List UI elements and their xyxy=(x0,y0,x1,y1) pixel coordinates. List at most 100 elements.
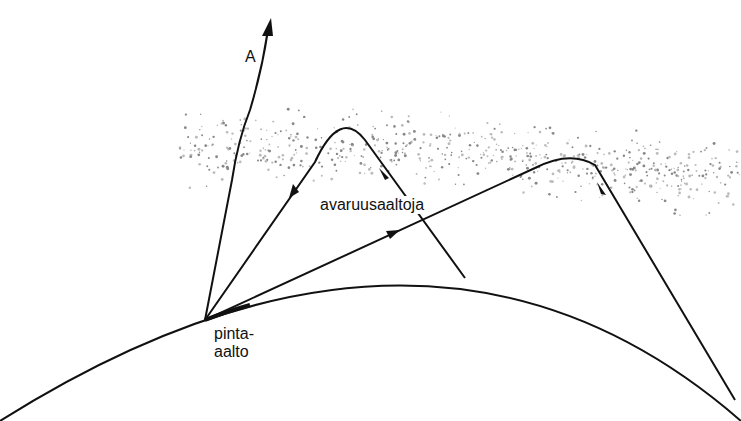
ionosphere-dot xyxy=(247,128,249,130)
ionosphere-dot xyxy=(687,169,689,171)
ionosphere-dot xyxy=(484,138,485,139)
ionosphere-dot xyxy=(701,183,702,184)
ionosphere-dot xyxy=(293,154,295,156)
ionosphere-dot xyxy=(522,161,523,162)
ionosphere-dot xyxy=(595,131,596,132)
ionosphere-dot xyxy=(386,124,388,126)
ionosphere-dot xyxy=(288,137,290,139)
ionosphere-dot xyxy=(348,116,350,118)
ionosphere-dot xyxy=(635,169,637,171)
ionosphere-dot xyxy=(491,159,493,161)
ionosphere-dot xyxy=(229,147,232,150)
ionosphere-dot xyxy=(727,195,729,197)
ionosphere-dot xyxy=(493,155,494,156)
ionosphere-dot xyxy=(677,175,679,177)
ionosphere-dot xyxy=(204,144,207,147)
ionosphere-dot xyxy=(715,157,717,159)
ionosphere-dot xyxy=(194,145,197,148)
ionosphere-dot xyxy=(716,176,719,179)
ionosphere-dot xyxy=(393,125,396,128)
ionosphere-dot xyxy=(476,172,479,175)
arrowhead xyxy=(289,184,299,198)
ionosphere-dot xyxy=(522,159,524,161)
ionosphere-dot xyxy=(586,154,587,155)
ionosphere-dot xyxy=(273,121,275,123)
ionosphere-dot xyxy=(268,143,270,145)
ionosphere-dot xyxy=(342,141,345,144)
ionosphere-dot xyxy=(605,166,607,168)
ionosphere-dot xyxy=(485,168,487,170)
ionosphere-dot xyxy=(402,142,404,144)
ionosphere-dot xyxy=(557,169,560,172)
ionosphere-dot xyxy=(601,183,603,185)
ionosphere-dot xyxy=(539,131,542,134)
ionosphere-dot xyxy=(371,136,374,139)
ionosphere-dot xyxy=(222,165,225,168)
ionosphere-dot xyxy=(614,174,616,176)
ionosphere-dot xyxy=(292,139,294,141)
ionosphere-dot xyxy=(678,167,679,168)
ionosphere-dot xyxy=(510,158,513,161)
ionosphere-dot xyxy=(563,155,566,158)
ionosphere-dot xyxy=(640,179,643,182)
ionosphere-dot xyxy=(640,157,643,160)
ionosphere-dot xyxy=(184,126,187,129)
ionosphere-dot xyxy=(472,160,474,162)
ionosphere-dot xyxy=(240,119,242,121)
ionosphere-dot xyxy=(704,177,706,179)
ionosphere-dot xyxy=(695,170,697,172)
ionosphere-dot xyxy=(499,123,501,125)
ionosphere-dot xyxy=(532,164,534,166)
ionosphere-dot xyxy=(464,133,466,135)
ionosphere-dot xyxy=(624,183,626,185)
ionosphere-dot xyxy=(428,157,430,159)
ionosphere-dot xyxy=(404,154,407,157)
ionosphere-dot xyxy=(526,155,529,158)
ionosphere-dot xyxy=(638,161,641,164)
ionosphere-dot xyxy=(658,172,660,174)
ionosphere-dot xyxy=(262,157,264,159)
ionosphere-dot xyxy=(539,154,541,156)
ionosphere-dot xyxy=(458,167,459,168)
ionosphere-dot xyxy=(302,166,304,168)
ionosphere-dot xyxy=(349,148,351,150)
ionosphere-dot xyxy=(646,175,648,177)
ionosphere-dot xyxy=(635,129,637,131)
ionosphere-dot xyxy=(666,184,668,186)
ionosphere-dot xyxy=(509,155,511,157)
ionosphere-dot xyxy=(736,162,737,163)
ionosphere-dot xyxy=(472,132,474,134)
ionosphere-dot xyxy=(381,150,382,151)
ionosphere-dot xyxy=(522,179,524,181)
ionosphere-dot xyxy=(179,148,181,150)
ionosphere-dot xyxy=(541,157,542,158)
ionosphere-dot xyxy=(602,167,603,168)
ionosphere-dot xyxy=(480,154,481,155)
ionosphere-dot xyxy=(584,156,587,159)
ionosphere-dot xyxy=(693,198,694,199)
ionosphere-dot xyxy=(266,130,267,131)
ionosphere-dot xyxy=(626,169,628,171)
ionosphere-dot xyxy=(208,169,210,171)
ionosphere-dot xyxy=(552,132,555,135)
ionosphere-dot xyxy=(449,134,451,136)
ionosphere-dot xyxy=(636,197,638,199)
ionosphere-dot xyxy=(271,161,273,163)
ionosphere-dot xyxy=(514,133,516,135)
ionosphere-dot xyxy=(660,188,661,189)
ionosphere-dot xyxy=(735,165,738,168)
ionosphere-dot xyxy=(718,167,721,170)
ionosphere-dot xyxy=(342,118,345,121)
ionosphere-dot xyxy=(491,137,493,139)
ionosphere-dot xyxy=(586,168,588,170)
ionosphere-dot xyxy=(600,162,603,165)
sky-wave-short xyxy=(205,128,465,320)
ionosphere-dot xyxy=(436,136,439,139)
ionosphere-dot xyxy=(597,152,599,154)
ionosphere-dot xyxy=(386,147,388,149)
ionosphere-dot xyxy=(571,162,573,164)
ionosphere-dot xyxy=(305,152,308,155)
ionosphere-dot xyxy=(222,120,224,122)
ionosphere-dot xyxy=(340,160,342,162)
ionosphere-dot xyxy=(660,163,662,165)
